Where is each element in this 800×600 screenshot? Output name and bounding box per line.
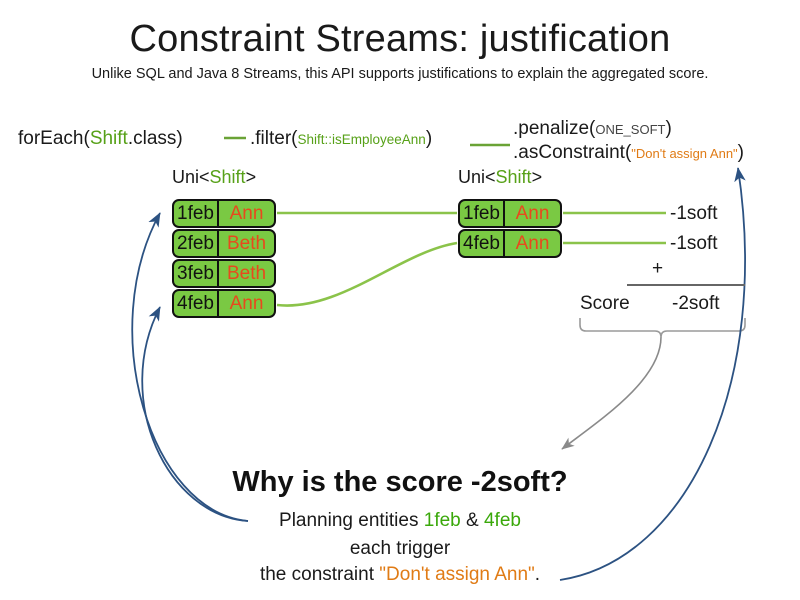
tuple-cell-date: 4feb bbox=[458, 229, 504, 258]
explanation-line-2: each trigger bbox=[349, 538, 451, 559]
sum-rule bbox=[627, 284, 745, 286]
uni-left-type: Shift bbox=[209, 167, 246, 187]
tuple-row[interactable]: 3feb Beth bbox=[172, 259, 276, 288]
tuple-row[interactable]: 1feb Ann bbox=[458, 199, 562, 228]
explanation-constraint-name: "Don't assign Ann" bbox=[379, 564, 535, 585]
code-foreach-suffix: .class) bbox=[127, 128, 183, 149]
code-penalize-prefix: .penalize( bbox=[513, 118, 596, 139]
explanation-line1-pre: Planning entities bbox=[279, 510, 424, 531]
tuple-row[interactable]: 2feb Beth bbox=[172, 229, 276, 258]
code-filter-prefix: .filter( bbox=[250, 128, 298, 149]
tuple-cell-name: Ann bbox=[218, 289, 276, 318]
uni-label-right: Uni<Shift> bbox=[458, 167, 542, 188]
brace-to-question-arrow bbox=[561, 336, 662, 450]
explanation-line-3: the constraint "Don't assign Ann". bbox=[0, 564, 800, 586]
tuple-cell-date: 2feb bbox=[172, 229, 218, 258]
code-foreach: forEach(Shift.class) bbox=[18, 128, 183, 150]
code-penalize-suffix: ) bbox=[665, 118, 672, 139]
page-title: Constraint Streams: justification bbox=[129, 18, 671, 60]
code-asconstraint-arg: "Don't assign Ann" bbox=[631, 146, 738, 161]
tuple-cell-date: 3feb bbox=[172, 259, 218, 288]
explanation-entity-b: 4feb bbox=[483, 510, 521, 531]
code-penalize: .penalize(ONE_SOFT) bbox=[513, 118, 672, 140]
sum-operator: + bbox=[652, 258, 664, 279]
explanation-amp: & bbox=[460, 510, 484, 531]
score-brace bbox=[579, 318, 746, 338]
code-asconstraint-prefix: .asConstraint( bbox=[513, 142, 632, 163]
uni-right-type: Shift bbox=[495, 167, 532, 187]
tuple-row[interactable]: 4feb Ann bbox=[172, 289, 276, 318]
tuple-cell-name: Beth bbox=[218, 259, 276, 288]
explanation-question: Why is the score -2soft? bbox=[232, 466, 568, 498]
uni-left-suffix: > bbox=[245, 167, 257, 187]
score-total: -2soft bbox=[672, 293, 720, 314]
uni-right-suffix: > bbox=[531, 167, 543, 187]
tuple-cell-date: 4feb bbox=[172, 289, 218, 318]
tuple-table-left: 1feb Ann 2feb Beth 3feb Beth 4feb Ann bbox=[172, 199, 276, 319]
code-filter: .filter(Shift::isEmployeeAnn) bbox=[250, 128, 432, 150]
tuple-row[interactable]: 1feb Ann bbox=[172, 199, 276, 228]
tuple-cell-name: Ann bbox=[504, 229, 562, 258]
tuple-cell-name: Beth bbox=[218, 229, 276, 258]
uni-right-prefix: Uni< bbox=[458, 167, 496, 187]
code-penalize-arg: ONE_SOFT bbox=[595, 122, 666, 137]
explanation-entity-a: 1feb bbox=[423, 510, 461, 531]
code-asconstraint-suffix: ) bbox=[737, 142, 744, 163]
code-filter-suffix: ) bbox=[425, 128, 433, 149]
uni-label-left: Uni<Shift> bbox=[172, 167, 256, 188]
explanation-line-1: Planning entities 1feb & 4feb bbox=[0, 510, 800, 532]
tuple-cell-name: Ann bbox=[218, 199, 276, 228]
tuple-row[interactable]: 4feb Ann bbox=[458, 229, 562, 258]
score-label: Score bbox=[580, 293, 630, 314]
impact-label-1: -1soft bbox=[670, 203, 718, 224]
impact-label-2: -1soft bbox=[670, 233, 718, 254]
explanation-line3-pre: the constraint bbox=[259, 564, 380, 585]
code-foreach-type: Shift bbox=[89, 128, 128, 149]
explanation-line3-post: . bbox=[534, 564, 541, 585]
code-asconstraint: .asConstraint("Don't assign Ann") bbox=[513, 142, 744, 164]
tuple-cell-date: 1feb bbox=[458, 199, 504, 228]
tuple-cell-name: Ann bbox=[504, 199, 562, 228]
uni-left-prefix: Uni< bbox=[172, 167, 210, 187]
tuple-table-right: 1feb Ann 4feb Ann bbox=[458, 199, 562, 259]
code-filter-arg: Shift::isEmployeeAnn bbox=[297, 132, 426, 147]
stream-link-4feb bbox=[276, 241, 458, 307]
tuple-cell-date: 1feb bbox=[172, 199, 218, 228]
code-foreach-prefix: forEach( bbox=[18, 128, 90, 149]
page-subtitle: Unlike SQL and Java 8 Streams, this API … bbox=[91, 66, 709, 82]
